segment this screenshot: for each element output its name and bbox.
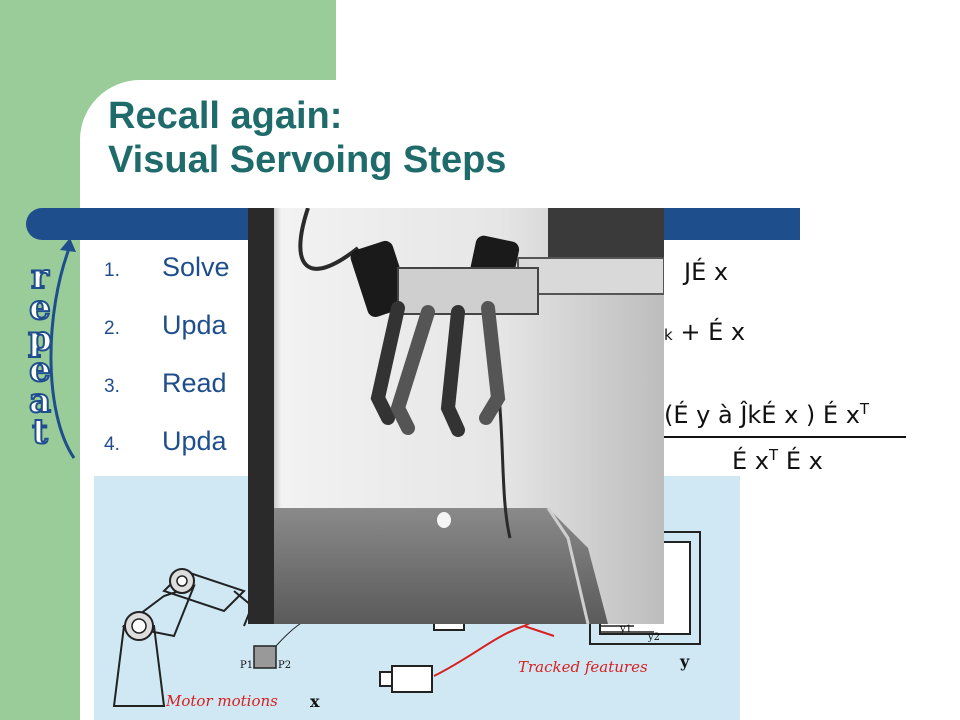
equation-4-denominator-left: É x	[732, 447, 769, 475]
p1-label: P1	[240, 660, 254, 671]
equation-2-subscript: k	[664, 326, 673, 344]
equation-4-denominator-right: É x	[785, 447, 823, 475]
list-item: 2. Upda	[104, 310, 230, 368]
equation-4-denominator-transpose: T	[769, 446, 779, 464]
robot-hand-image	[248, 208, 664, 624]
list-item: 4. Upda	[104, 426, 230, 484]
equation-2: k + É x	[664, 318, 745, 346]
slide-title: Recall again: Visual Servoing Steps	[108, 94, 506, 182]
y2-label: y2	[648, 632, 661, 643]
motor-motions-label: Motor motions	[166, 692, 278, 710]
tracked-features-label: Tracked features	[518, 658, 648, 676]
fraction-bar	[660, 436, 906, 438]
repeat-arrow-icon	[49, 238, 76, 459]
step-text: Solve	[162, 252, 230, 282]
equation-4-numerator-text: (É y à ĴkÉ x ) É x	[664, 401, 860, 429]
robot-hand-photo	[248, 208, 664, 624]
title-line-2: Visual Servoing Steps	[108, 139, 507, 181]
repeat-letter: t	[31, 412, 49, 452]
repeat-letter: a	[28, 381, 52, 421]
x-label: x	[310, 692, 320, 711]
equation-4-transpose: T	[859, 400, 870, 418]
p2-label: P2	[278, 660, 292, 671]
y-label: y	[680, 652, 690, 671]
equation-2-text: + É x	[680, 318, 746, 346]
step-number: 1.	[104, 260, 120, 281]
step-text: Upda	[162, 310, 227, 340]
step-number: 2.	[104, 318, 120, 339]
repeat-letter: e	[28, 288, 52, 328]
y1-label: y1	[620, 624, 633, 635]
repeat-letter: e	[28, 350, 52, 390]
repeat-vertical-word: r e p e a t	[10, 257, 70, 452]
list-item: 1. Solve	[104, 252, 230, 310]
list-item: 3. Read	[104, 368, 230, 426]
equation-4-denominator: É xT É x	[732, 446, 823, 475]
step-number: 3.	[104, 376, 120, 397]
repeat-letter: r	[30, 257, 50, 297]
step-number: 4.	[104, 434, 120, 455]
equation-1-text: JÉ x	[684, 258, 729, 286]
step-text: Read	[162, 368, 227, 398]
equation-4-numerator: (É y à ĴkÉ x ) É xT	[664, 400, 869, 429]
steps-list: 1. Solve 2. Upda 3. Read 4. Upda	[104, 252, 230, 484]
title-line-1: Recall again:	[108, 95, 343, 137]
equation-1: JÉ x	[684, 258, 728, 286]
repeat-letter: p	[27, 319, 53, 359]
step-text: Upda	[162, 426, 227, 456]
